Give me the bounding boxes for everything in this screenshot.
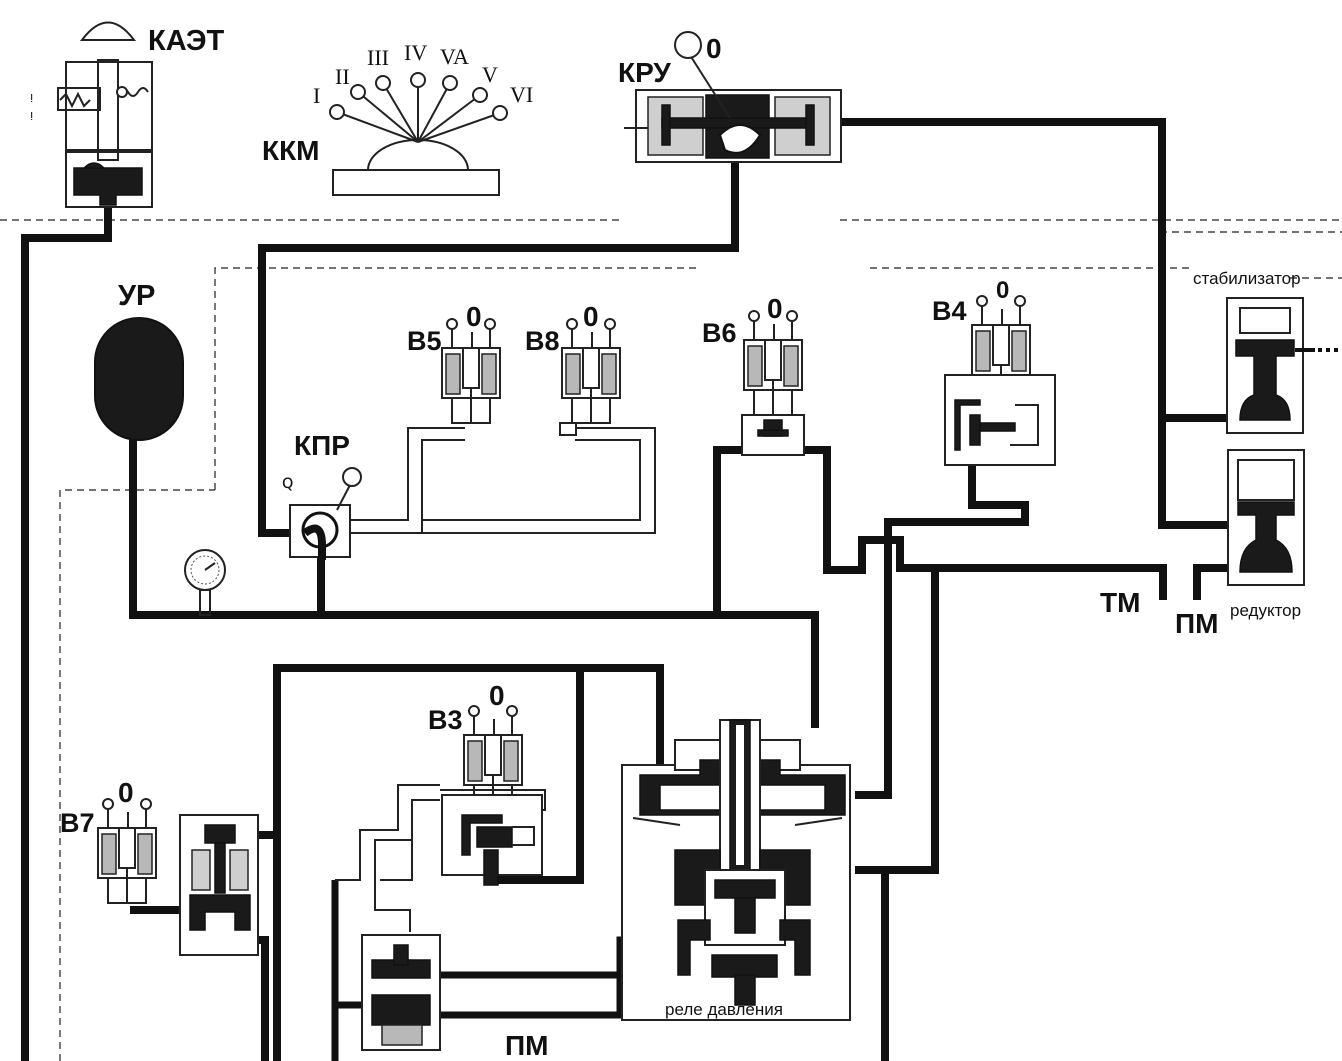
v7-relay-valve (179, 814, 259, 956)
pm-right-label: ПМ (1175, 608, 1218, 639)
kkm-position-label: V (482, 62, 498, 87)
kkm-knob-0 (329, 104, 345, 120)
kkm-levers (329, 72, 508, 143)
kkm-controller (329, 72, 508, 196)
v4-zero-label: 0 (996, 277, 1009, 304)
kkm-position-label: I (313, 83, 320, 108)
pressure-gauge-icon (184, 549, 226, 616)
kkm-position-label: VI (510, 82, 533, 107)
tm-label: ТМ (1100, 587, 1140, 618)
kkm-label: ККМ (262, 135, 320, 166)
valve-v3 (441, 705, 543, 886)
kpr-valve: ꞯ (282, 467, 362, 560)
v8-label: В8 (525, 326, 560, 356)
kkm-knob-2 (375, 75, 391, 91)
kkm-lever-0 (336, 111, 419, 143)
kkm-lever-2 (382, 82, 419, 143)
kaet-label: КАЭТ (148, 25, 225, 57)
kkm-position-label: II (335, 64, 350, 89)
svg-text:ꞯ: ꞯ (282, 472, 293, 492)
pm-bottom-label: ПМ (505, 1030, 548, 1061)
valve-v4 (944, 295, 1056, 466)
v3-zero-label: 0 (489, 680, 505, 711)
v4-label: В4 (932, 296, 967, 326)
kkm-lever-5 (417, 94, 481, 143)
kkm-position-label: III (367, 45, 389, 70)
valve-v5 (441, 318, 501, 424)
pressure-relay-label: реле давления (665, 1000, 783, 1019)
kpr-label: КПР (294, 430, 350, 461)
v5-label: В5 (407, 326, 442, 356)
valve-v8 (559, 318, 621, 436)
reducer-label: редуктор (1230, 601, 1301, 620)
v3-label: В3 (428, 705, 463, 735)
pm-relay-valve (361, 934, 441, 1051)
reducer (1227, 449, 1305, 586)
v7-zero-label: 0 (118, 777, 134, 808)
kkm-lever-6 (417, 112, 501, 143)
stabilizer (1226, 297, 1342, 434)
pressure-relay (621, 719, 851, 1021)
kkm-knob-6 (492, 105, 508, 121)
kkm-lever-1 (357, 91, 419, 143)
v8-zero-label: 0 (583, 301, 599, 332)
kkm-knob-3 (410, 72, 426, 88)
stabilizer-label: стабилизатор (1193, 269, 1301, 288)
kkm-position-label: IV (404, 40, 427, 65)
kru-valve (624, 31, 842, 163)
v7-label: В7 (60, 808, 95, 838)
svg-text:ⵑ: ⵑ (30, 93, 33, 105)
ur-reservoir (94, 317, 184, 441)
kkm-knob-5 (472, 87, 488, 103)
ur-label: УР (118, 280, 155, 312)
kkm-knob-1 (350, 84, 366, 100)
v6-zero-label: 0 (767, 293, 783, 324)
v6-label: В6 (702, 318, 737, 348)
svg-text:ⵑ: ⵑ (30, 111, 33, 123)
kru-zero-label: 0 (706, 33, 722, 64)
kaet-controller: ⵑ ⵑ (30, 21, 153, 208)
valve-v6 (741, 310, 805, 456)
kkm-position-label: VA (440, 44, 469, 69)
kkm-lever-4 (417, 82, 451, 143)
v5-zero-label: 0 (466, 301, 482, 332)
valve-v7 (97, 798, 157, 904)
kkm-knob-4 (442, 75, 458, 91)
kru-label: КРУ (618, 57, 671, 88)
dashed-boundaries (0, 219, 1342, 1061)
